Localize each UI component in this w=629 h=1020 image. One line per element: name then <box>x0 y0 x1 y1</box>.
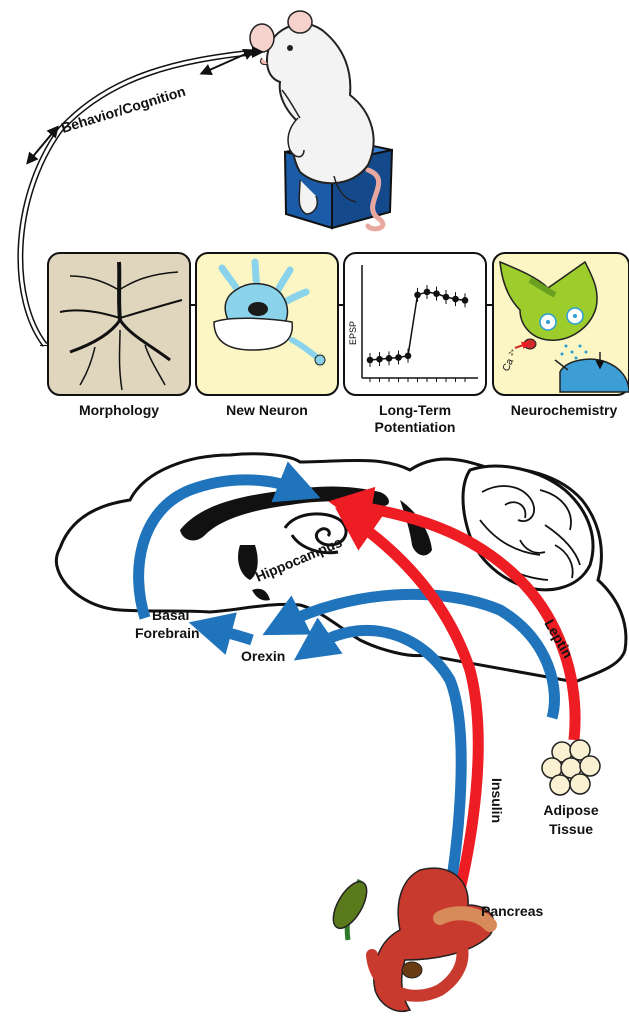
rat-on-cube-illustration <box>250 11 392 229</box>
adipose-tissue-cells <box>542 740 600 795</box>
basal-label-line1: Basal <box>152 607 189 623</box>
orexin-to-basal-arrow <box>210 628 252 640</box>
panel-new-neuron: New Neuron <box>196 253 338 418</box>
ltp-point <box>386 355 393 362</box>
ltp-point <box>462 297 469 304</box>
ltp-point <box>395 354 402 361</box>
panel-ltp: EPSP Long-Term Potentiation <box>344 253 486 435</box>
ltp-label-line2: Potentiation <box>375 419 456 435</box>
ltp-point <box>443 294 450 301</box>
neurochemistry-label: Neurochemistry <box>511 402 618 418</box>
adipose-label-line2: Tissue <box>549 821 593 837</box>
ltp-point <box>376 356 383 363</box>
adipose-label-line1: Adipose <box>543 802 598 818</box>
morphology-label: Morphology <box>79 402 159 418</box>
ltp-point <box>414 292 421 299</box>
pancreas-illustration <box>327 868 494 1011</box>
ltp-point <box>367 357 374 364</box>
pancreas-label: Pancreas <box>481 903 543 919</box>
insulin-label: Insulin <box>489 778 505 823</box>
panel-morphology: Morphology <box>48 253 190 418</box>
ltp-y-label: EPSP <box>348 321 358 345</box>
ltp-point <box>433 290 440 297</box>
ltp-point <box>405 353 412 360</box>
ltp-point <box>452 296 459 303</box>
new-neuron-label: New Neuron <box>226 402 308 418</box>
ltp-label-line1: Long-Term <box>379 402 451 418</box>
panel-neurochemistry: Ca 2+ Neurochemistry <box>493 253 629 418</box>
basal-label-line2: Forebrain <box>135 625 200 641</box>
orexin-label: Orexin <box>241 648 285 664</box>
ltp-point <box>424 289 431 296</box>
